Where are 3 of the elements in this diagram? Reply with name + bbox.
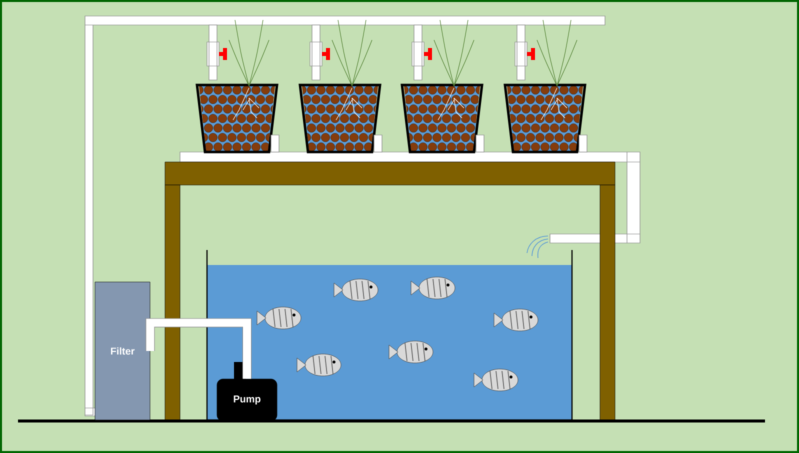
pump-box: Pump <box>216 378 278 422</box>
filter-box: Filter <box>94 282 150 420</box>
pipe <box>146 318 252 379</box>
